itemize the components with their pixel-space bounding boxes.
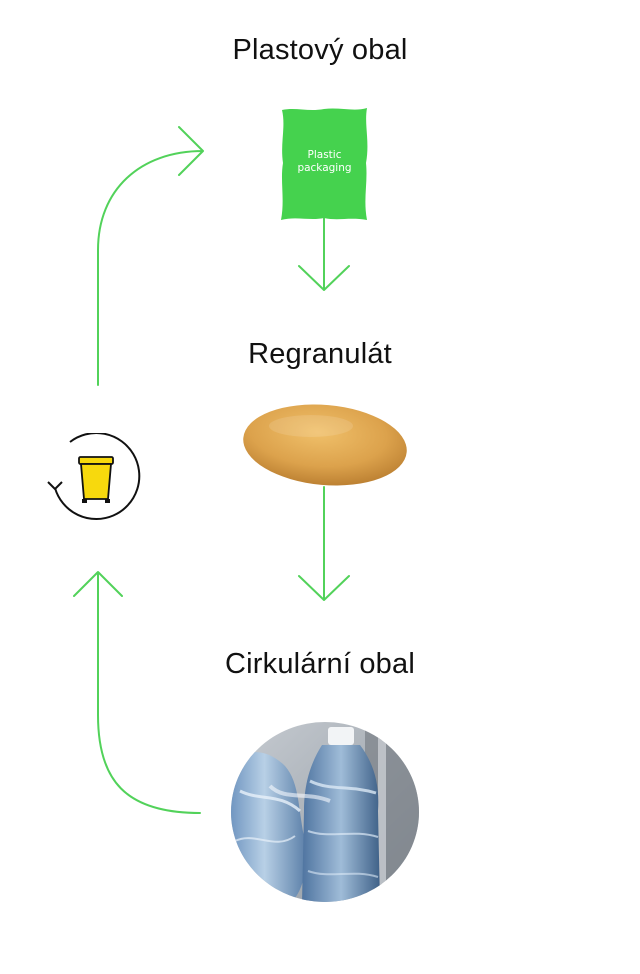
arrow-down-2 [298,486,350,601]
regranulate-pellet-icon [243,404,407,486]
cycle-arrow-icon [54,433,141,520]
water-bottles-photo [231,722,419,902]
recycling-bin-icon [78,456,114,503]
packaging-label-line1: Plastic [307,149,342,161]
recycling-bin-cycle [47,433,141,520]
packaging-label-line2: packaging [297,162,352,174]
arrow-down-1 [298,217,350,291]
arrow-return-up [73,571,201,814]
packaging-label: Plastic packaging [280,149,369,175]
heading-regranulate: Regranulát [248,338,392,370]
arrow-return-top [97,126,204,386]
heading-circular-packaging: Cirkulární obal [225,648,415,680]
plastic-packaging-icon: Plastic packaging [280,107,369,221]
heading-plastic-packaging: Plastový obal [232,34,408,66]
